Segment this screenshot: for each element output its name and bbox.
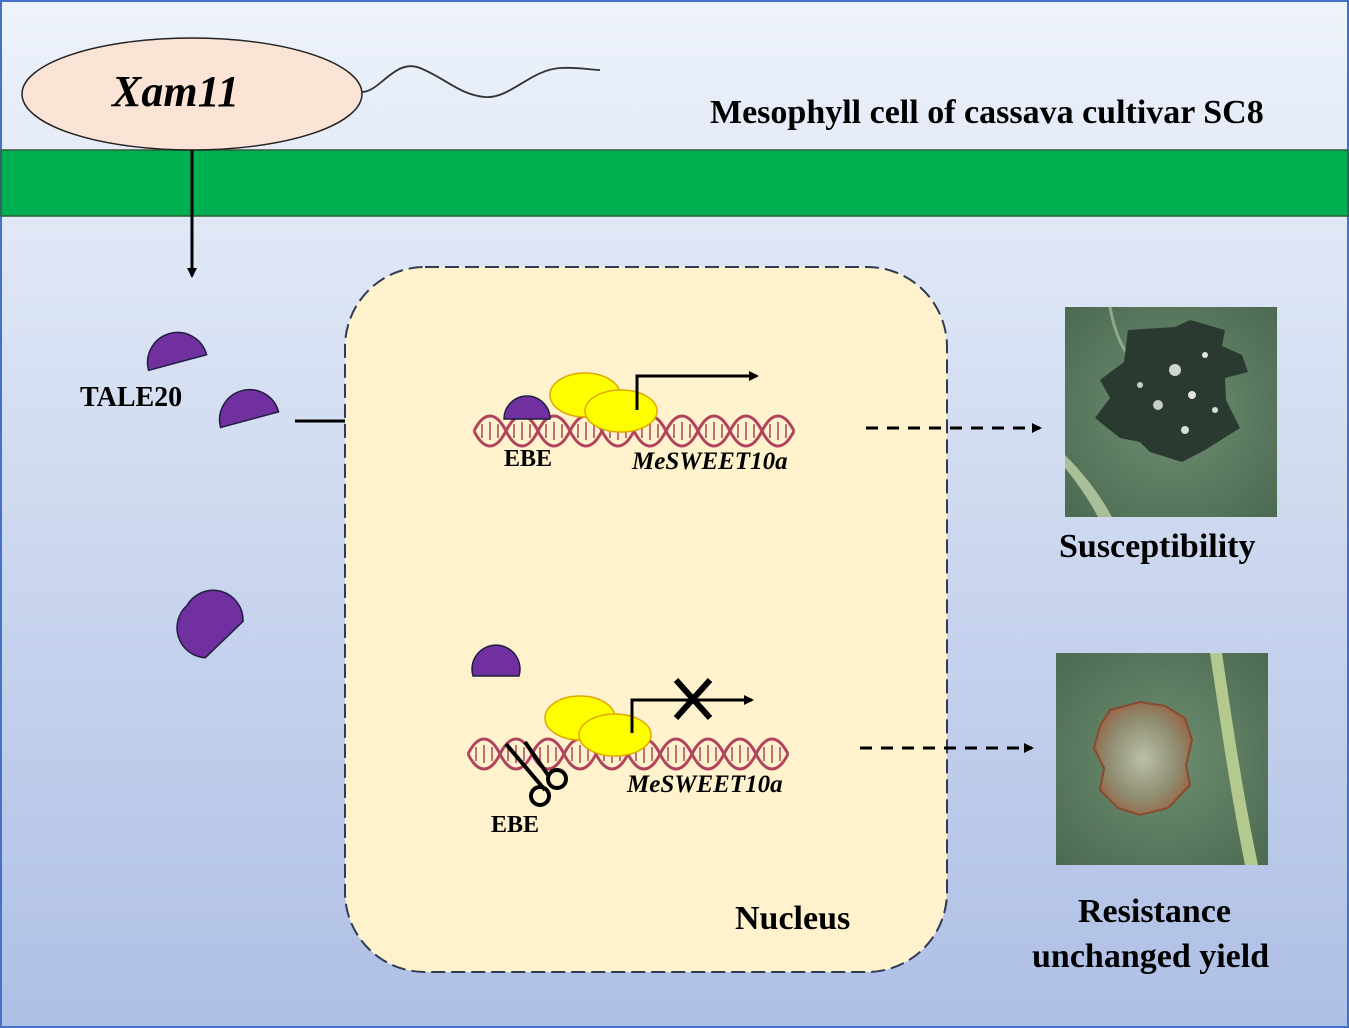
outcome-yield: unchanged yield — [1032, 938, 1270, 975]
leaf-lesion-photo-resistant — [1056, 653, 1268, 865]
gene-label-bottom: MeSWEET10a — [627, 771, 783, 798]
outcome-resistance: Resistance — [1078, 893, 1231, 930]
cell-title: Mesophyll cell of cassava cultivar SC8 — [710, 94, 1264, 131]
effector-unbound-icon — [471, 644, 521, 677]
flagellum-icon — [361, 65, 601, 98]
bacterium-xam11 — [21, 37, 601, 151]
nucleus-label: Nucleus — [735, 900, 851, 937]
rna-polymerase — [584, 389, 658, 433]
effector-icon — [218, 388, 280, 429]
nucleus — [344, 266, 948, 973]
ebe-label-top: EBE — [504, 446, 553, 472]
outcome-susceptibility: Susceptibility — [1059, 528, 1256, 565]
promoter-arrow-icon — [635, 371, 759, 410]
effector-icon — [146, 331, 208, 372]
promoter-arrow-icon — [630, 695, 754, 733]
effector-label: TALE20 — [80, 382, 183, 413]
leaf-lesion-photo-susceptible — [1065, 306, 1277, 517]
rna-polymerase — [578, 713, 652, 757]
gene-label-top: MeSWEET10a — [632, 448, 788, 475]
effector-bound-icon — [503, 395, 551, 420]
block-x-icon — [673, 677, 713, 721]
scissors-icon — [504, 740, 568, 807]
cell-membrane — [0, 149, 1349, 217]
ebe-label-bottom: EBE — [491, 812, 540, 838]
pathogen-name: Xam11 — [112, 67, 240, 116]
effector-icon — [176, 589, 244, 659]
